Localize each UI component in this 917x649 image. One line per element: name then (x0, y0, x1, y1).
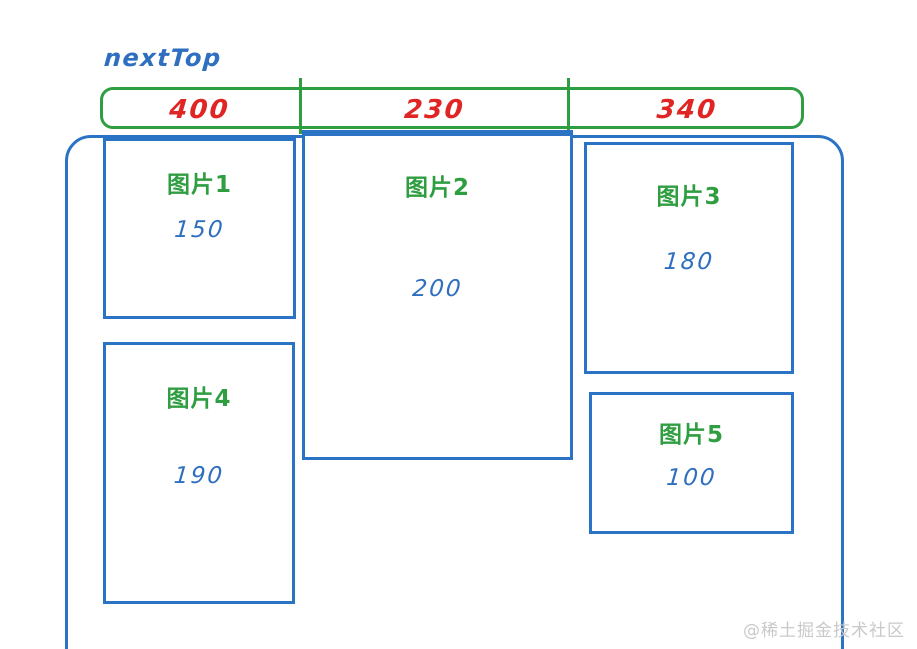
image-box-1-height: 150 (173, 217, 226, 243)
image-box-3-title: 图片3 (656, 184, 722, 210)
column-width-value-1: 400 (168, 95, 231, 125)
image-box-5: 图片5 100 (589, 392, 794, 534)
column-width-value-2: 230 (403, 95, 466, 125)
image-box-1: 图片1 150 (103, 138, 296, 319)
image-box-2-title: 图片2 (404, 175, 470, 201)
image-box-1-title: 图片1 (166, 172, 232, 198)
next-top-label: nextTop (103, 44, 223, 72)
image-box-5-title: 图片5 (658, 422, 724, 448)
image-box-3-height: 180 (662, 249, 716, 275)
column-width-bar (100, 87, 804, 129)
column-width-value-3: 340 (655, 95, 719, 125)
watermark: @稀土掘金技术社区 (743, 621, 905, 641)
image-box-4: 图片4 190 (103, 342, 295, 604)
image-box-4-title: 图片4 (166, 386, 232, 412)
image-box-5-height: 100 (665, 465, 718, 491)
image-box-3: 图片3 180 (584, 142, 794, 374)
image-box-4-height: 190 (172, 463, 226, 489)
image-box-2: 图片2 200 (302, 130, 573, 460)
image-box-2-height: 200 (411, 276, 464, 302)
column-divider-1 (299, 78, 302, 134)
column-divider-2 (567, 78, 570, 134)
